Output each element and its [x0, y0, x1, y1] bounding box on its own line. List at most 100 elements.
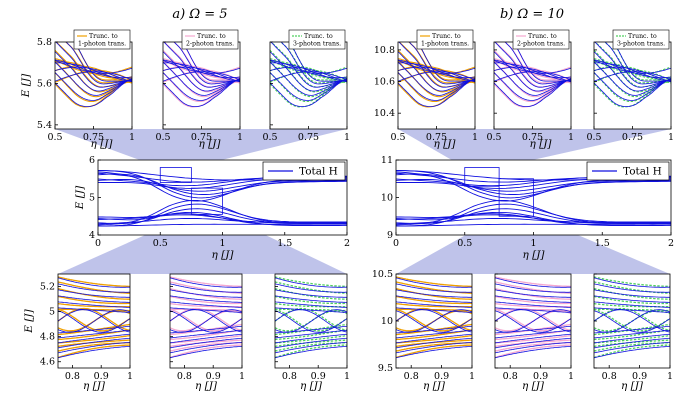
bottom-total-line — [495, 295, 571, 303]
bottom-total-line — [594, 283, 670, 293]
top-total-line — [513, 42, 571, 82]
top-total-line — [594, 51, 671, 92]
bottom-total-line — [58, 345, 130, 359]
bottom-total-line — [594, 345, 670, 359]
zoom-box-1 — [190, 187, 223, 215]
main-legend-box — [586, 161, 670, 181]
top-total-line — [594, 60, 671, 74]
y-tick-label: 5 — [49, 307, 55, 318]
bottom-trunc-line — [170, 295, 242, 305]
bottom-trunc-line — [594, 295, 670, 305]
bottom-total-line — [396, 345, 472, 359]
main-legend-box — [262, 161, 346, 181]
bottom-total-line — [396, 283, 472, 293]
top-total-line — [494, 42, 571, 88]
bottom-total-line — [396, 277, 472, 288]
bottom-total-line-group — [396, 277, 472, 359]
top-trunc-line — [270, 65, 347, 84]
inset-legend: Trunc. to1-photon trans. — [73, 29, 131, 50]
bottom-total-line — [58, 341, 130, 354]
bottom-y-label: E [J] — [23, 308, 35, 333]
bottom-total-line — [170, 329, 242, 339]
top-total-line — [55, 61, 132, 96]
bottom-total-line — [275, 329, 347, 339]
x-tick-label: 1.5 — [277, 238, 292, 249]
inset-legend-line2: 1-photon trans. — [78, 41, 126, 48]
top-total-line — [270, 71, 347, 82]
bottom-trunc-line — [495, 276, 571, 288]
top-total-line — [594, 77, 671, 107]
bottom-x-label: η [J] — [83, 380, 106, 392]
bottom-trunc-line — [58, 276, 130, 288]
top-y-label: E [J] — [20, 73, 32, 98]
inset-legend-box — [612, 29, 670, 50]
x-tick-label: 0.9 — [94, 371, 109, 382]
x-tick-label: 0.9 — [632, 371, 647, 382]
bottom-total-line — [396, 310, 472, 333]
top-total-line — [270, 42, 347, 88]
bottom-total-line — [170, 310, 242, 333]
bottom-total-line — [275, 277, 347, 288]
x-tick-label: 0.9 — [434, 371, 449, 382]
y-tick-label: 5.4 — [37, 120, 52, 131]
panel-title: b) Ω = 10 — [500, 7, 564, 22]
bottom-trunc-line — [396, 334, 472, 344]
bottom-total-line — [594, 337, 670, 349]
bottom-trunc-line — [170, 276, 242, 288]
top-total-line — [398, 61, 475, 96]
x-tick-label: 0.8 — [404, 371, 419, 382]
bottom-total-line — [396, 333, 472, 344]
bottom-total-line — [275, 333, 347, 344]
bottom-total-line — [170, 295, 242, 303]
bottom-total-line — [396, 341, 472, 354]
top-total-line — [504, 42, 571, 85]
bottom-total-line — [495, 309, 571, 333]
bottom-total-line — [495, 289, 571, 298]
x-tick-label: 1 — [568, 371, 574, 382]
axes-frame — [274, 273, 348, 369]
bottom-total-line — [396, 309, 472, 333]
bottom-total-line — [170, 289, 242, 298]
inset-legend-line2: 2-photon trans. — [186, 41, 234, 48]
top-total-line — [594, 61, 671, 96]
x-tick-label: 1 — [568, 132, 574, 143]
x-tick-label: 0.75 — [191, 132, 212, 143]
inset-legend: Trunc. to2-photon trans. — [181, 29, 239, 50]
bottom-trunc-line — [170, 308, 242, 332]
bottom-total-line — [275, 310, 347, 333]
bottom-x-label: η [J] — [300, 380, 323, 392]
x-tick-label: 1.5 — [595, 238, 610, 249]
top-total-line — [270, 72, 347, 101]
x-tick-label: 1 — [239, 371, 245, 382]
y-tick-label: 4 — [89, 230, 95, 241]
x-tick-label: 0.9 — [311, 371, 326, 382]
top-x-label: η [J] — [529, 138, 552, 150]
x-tick-label: 0.75 — [622, 132, 643, 143]
inset-legend-line1: Trunc. to — [304, 33, 333, 40]
top-total-line — [55, 51, 132, 92]
x-tick-label: 1 — [127, 371, 133, 382]
x-tick-label: 0.75 — [426, 132, 447, 143]
top-trunc-line — [270, 76, 347, 108]
bottom-total-line — [594, 277, 670, 288]
bottom-total-line — [396, 307, 472, 313]
y-tick-label: 9 — [387, 230, 393, 241]
inset-legend: Trunc. to2-photon trans. — [512, 29, 570, 50]
zoom-shade-bottom — [58, 214, 347, 274]
bottom-total-line — [170, 301, 242, 308]
top-total-line — [163, 72, 240, 101]
bottom-total-line — [495, 337, 571, 349]
inset-legend-box — [73, 29, 131, 50]
bottom-x-label: η [J] — [621, 380, 644, 392]
bottom-total-line — [396, 289, 472, 298]
top-total-line-group — [594, 42, 671, 107]
bottom-total-line — [170, 283, 242, 293]
bottom-total-line — [58, 307, 130, 313]
bottom-x-label: η [J] — [423, 380, 446, 392]
bottom-trunc-line — [396, 295, 472, 305]
zoom-box-0 — [159, 167, 192, 183]
bottom-total-line — [170, 277, 242, 288]
top-total-line — [594, 42, 671, 88]
